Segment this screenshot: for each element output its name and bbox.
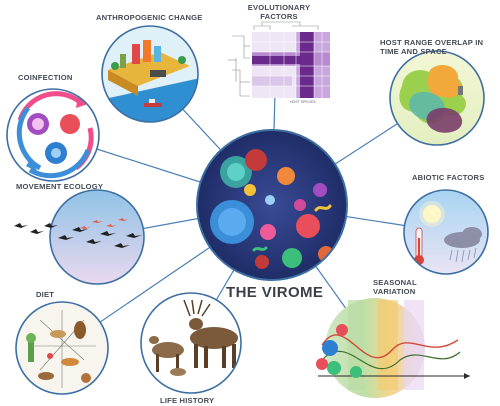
diet-circle [15, 301, 109, 395]
movement-ecology-circle [14, 189, 145, 285]
node-label-coinfection: COINFECTION [18, 73, 73, 82]
virome-center-circle [196, 129, 348, 281]
anthropogenic-change-circle [101, 25, 199, 123]
node-label-evolutionary: EVOLUTIONARY FACTORS [247, 3, 311, 21]
node-label-seasonal: SEASONAL VARIATION [373, 278, 417, 296]
node-label-host-range: HOST RANGE OVERLAP IN TIME AND SPACE [380, 38, 484, 56]
abiotic-factors-circle [403, 189, 489, 275]
node-label-abiotic: ABIOTIC FACTORS [412, 173, 485, 182]
node-label-anthropogenic: ANTHROPOGENIC CHANGE [96, 13, 203, 22]
seasonal-variation-graphic [316, 298, 470, 398]
node-label-movement: MOVEMENT ECOLOGY [16, 182, 104, 191]
coinfection-circle [6, 88, 100, 182]
host-range-overlap-circle [389, 50, 485, 146]
node-label-diet: DIET [36, 290, 55, 299]
life-history-circle [140, 292, 242, 394]
node-label-life-history: LIFE HISTORY [160, 396, 215, 405]
heatmap-axis-label: HOST SPECIES [290, 100, 316, 104]
center-title: THE VIROME [226, 284, 324, 301]
evolutionary-factors-graphic [228, 21, 330, 98]
